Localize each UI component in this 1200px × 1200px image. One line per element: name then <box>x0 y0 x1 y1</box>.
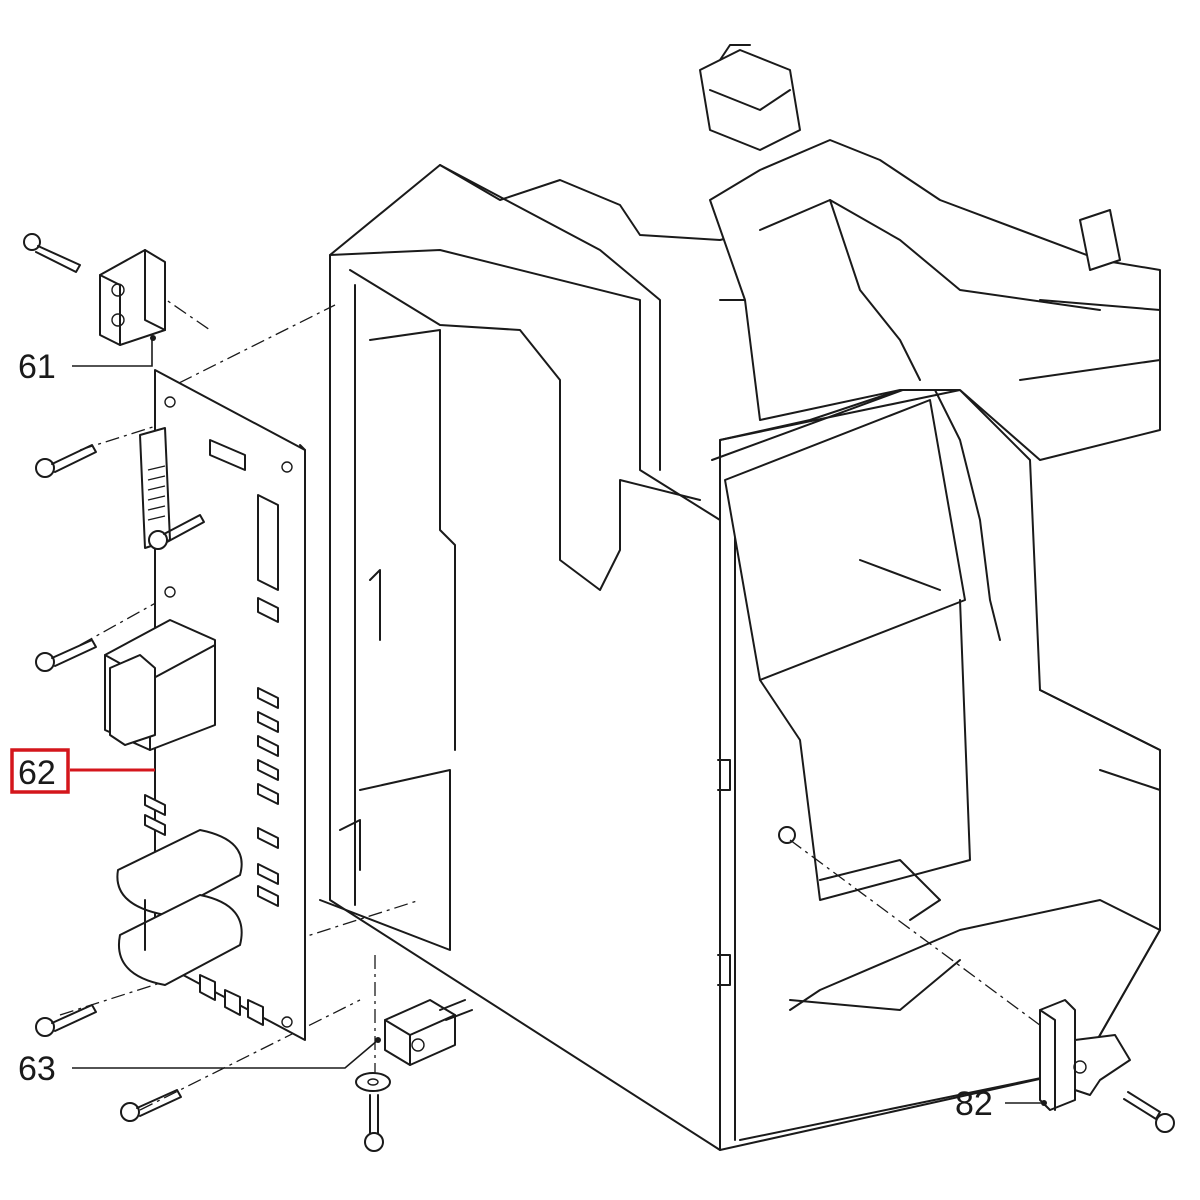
callout-63: 63 <box>18 1050 56 1088</box>
washer <box>355 1072 391 1092</box>
screw <box>148 514 205 550</box>
screw <box>120 1089 182 1122</box>
callout-61: 61 <box>18 348 56 386</box>
leader-61 <box>72 338 153 367</box>
callout-62: 62 <box>18 754 56 792</box>
screw <box>35 1004 97 1037</box>
board-screws <box>35 444 205 1122</box>
leader-63 <box>72 1039 379 1069</box>
callout-82: 82 <box>955 1085 993 1123</box>
terminal-tabs <box>144 687 279 1026</box>
screw-61 <box>23 233 81 273</box>
screw-82 <box>1123 1091 1175 1133</box>
screw-63 <box>364 1094 384 1152</box>
housing-body <box>319 44 1161 1151</box>
screw <box>35 639 97 672</box>
circuit-board-62 <box>104 369 306 1041</box>
switch-63 <box>375 999 473 1066</box>
screw <box>35 444 97 478</box>
callout-62-highlight-box <box>10 748 70 794</box>
bracket-61 <box>99 249 166 346</box>
latch-82 <box>1039 999 1131 1111</box>
